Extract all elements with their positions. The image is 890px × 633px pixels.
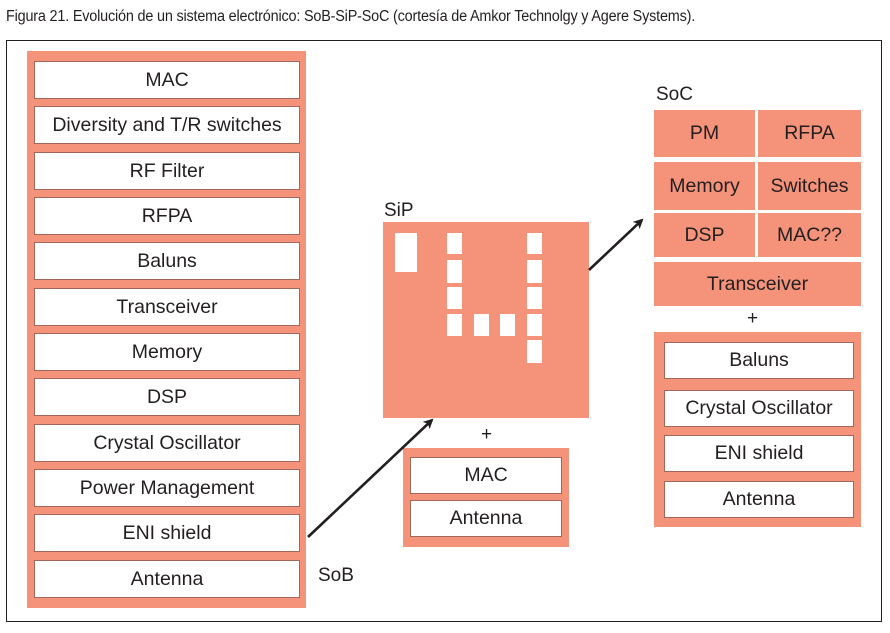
sob-item: Antenna bbox=[34, 560, 300, 598]
sip-die bbox=[527, 340, 542, 363]
sip-die bbox=[447, 233, 462, 254]
arrow-sip-to-soc bbox=[588, 218, 644, 271]
soc-transceiver-cell: Transceiver bbox=[654, 262, 861, 306]
soc-label: SoC bbox=[656, 84, 693, 105]
sob-item: RFPA bbox=[34, 197, 300, 235]
sob-item: RF Filter bbox=[34, 152, 300, 190]
soc-external-item: Baluns bbox=[664, 342, 854, 379]
sob-item: Power Management bbox=[34, 469, 300, 507]
sip-die bbox=[527, 314, 542, 336]
soc-external-item: Crystal Oscillator bbox=[664, 390, 854, 427]
sip-die bbox=[447, 314, 462, 336]
sip-die bbox=[474, 314, 489, 336]
sob-label: SoB bbox=[318, 565, 354, 586]
soc-cell: PM bbox=[654, 110, 755, 157]
figure-caption: Figura 21. Evolución de un sistema elect… bbox=[6, 8, 696, 25]
sip-die bbox=[527, 260, 542, 283]
sip-external-item: MAC bbox=[410, 457, 562, 494]
sob-item: MAC bbox=[34, 61, 300, 99]
soc-cell: RFPA bbox=[758, 110, 861, 157]
soc-external-item: Antenna bbox=[664, 481, 854, 518]
sob-item: Baluns bbox=[34, 242, 300, 280]
sip-die bbox=[527, 287, 542, 309]
sip-die bbox=[447, 287, 462, 309]
soc-cell: DSP bbox=[654, 213, 755, 257]
sob-item: ENI shield bbox=[34, 514, 300, 552]
soc-cell: Memory bbox=[654, 162, 755, 210]
sip-plus-sign: + bbox=[481, 424, 493, 445]
soc-cell: MAC?? bbox=[758, 213, 861, 257]
sob-item: Transceiver bbox=[34, 288, 300, 326]
soc-cell: Switches bbox=[758, 162, 861, 210]
sip-die bbox=[447, 260, 462, 283]
sob-item: Crystal Oscillator bbox=[34, 424, 300, 462]
sip-die bbox=[500, 314, 515, 336]
arrow-sob-to-sip bbox=[307, 418, 434, 538]
sob-item: Memory bbox=[34, 333, 300, 371]
sob-item: DSP bbox=[34, 378, 300, 416]
soc-external-item: ENI shield bbox=[664, 435, 854, 472]
sip-label: SiP bbox=[384, 200, 414, 221]
figure-frame bbox=[6, 40, 882, 622]
soc-plus-sign: + bbox=[747, 308, 759, 329]
sip-external-item: Antenna bbox=[410, 500, 562, 537]
sob-item: Diversity and T/R switches bbox=[34, 106, 300, 144]
sip-die bbox=[527, 233, 542, 254]
sip-die bbox=[395, 233, 417, 272]
